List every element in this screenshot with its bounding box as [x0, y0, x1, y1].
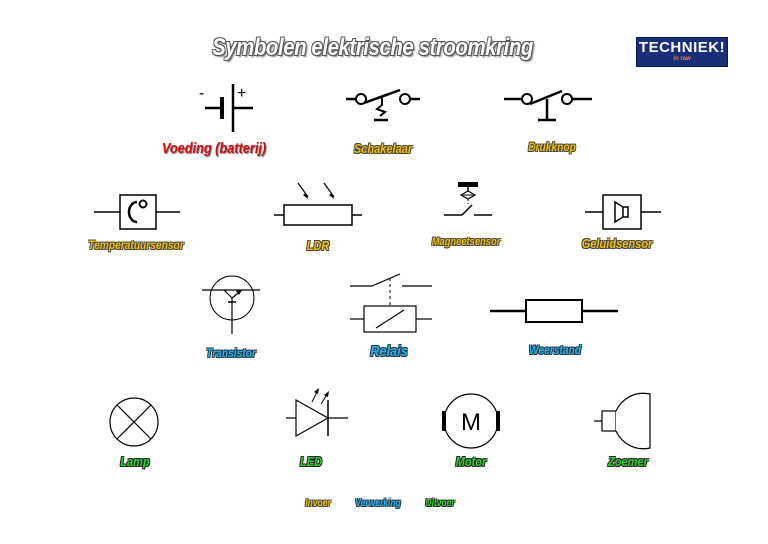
label-transistor: Transistor — [206, 346, 256, 360]
label-schakelaar: Schakelaar — [353, 141, 413, 156]
battery-minus: - — [199, 85, 204, 102]
legend-verwerking: Verwerking — [355, 498, 401, 509]
relay-symbol — [350, 273, 432, 333]
label-magneetsensor: Magneetsensor — [431, 236, 501, 248]
legend-invoer: Invoer — [305, 498, 331, 509]
label-zoemer: Zoemer — [608, 454, 648, 469]
label-voeding: Voeding (batterij) — [161, 140, 267, 157]
battery-symbol: - + — [199, 84, 253, 132]
sound-sensor-symbol — [585, 194, 661, 230]
magnetic-sensor-symbol — [444, 182, 492, 216]
ldr-symbol — [274, 182, 362, 226]
switch-symbol — [346, 88, 420, 122]
led-symbol — [286, 388, 348, 438]
motor-letter: M — [461, 409, 481, 436]
label-temperatuursensor: Temperatuursensor — [88, 238, 184, 252]
logo-subtext: in raw — [673, 56, 691, 62]
label-motor: Motor — [455, 454, 487, 469]
techniek-logo: TECHNIEK! in raw — [636, 37, 728, 67]
label-relais: Relais — [370, 343, 408, 360]
label-led: LED — [299, 454, 323, 469]
temperature-sensor-symbol — [94, 194, 180, 230]
legend-uitvoer: Uitvoer — [425, 498, 455, 509]
label-geluidsensor: Geluidsensor — [581, 236, 653, 251]
label-weerstand: Weerstand — [529, 343, 581, 357]
lamp-symbol — [109, 397, 159, 447]
buzzer-symbol — [594, 392, 651, 450]
logo-text: TECHNIEK! — [638, 39, 726, 56]
resistor-symbol — [490, 299, 618, 323]
pushbutton-symbol — [504, 89, 592, 122]
motor-symbol: M — [442, 393, 500, 449]
battery-plus: + — [237, 85, 246, 102]
label-lamp: Lamp — [120, 454, 150, 469]
transistor-symbol — [202, 275, 260, 334]
page-title: Symbolen elektrische stroomkring — [212, 34, 533, 61]
label-ldr: LDR — [306, 238, 330, 253]
label-drukknop: Drukknop — [528, 140, 576, 154]
